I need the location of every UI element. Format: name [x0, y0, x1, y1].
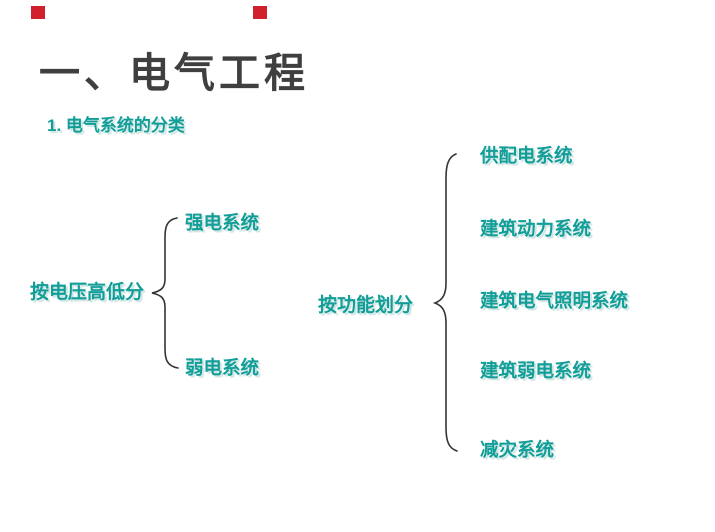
node-weak-current-system: 弱电系统: [185, 357, 260, 378]
group-label-by-function: 按功能划分: [318, 295, 414, 316]
left-brace-icon: [151, 217, 179, 369]
node-strong-current-system: 强电系统: [185, 212, 260, 233]
node-building-power-system: 建筑动力系统: [480, 218, 592, 239]
node-building-weak-current-system: 建筑弱电系统: [480, 360, 592, 381]
node-building-electric-lighting-system: 建筑电气照明系统: [480, 290, 629, 311]
red-square-marker-1: [31, 6, 45, 19]
slide-subtitle: 1. 电气系统的分类: [47, 116, 185, 135]
node-power-supply-distribution-system: 供配电系统: [480, 145, 573, 166]
red-square-marker-2: [253, 6, 267, 19]
right-brace-icon: [432, 153, 458, 452]
group-label-by-voltage: 按电压高低分: [30, 282, 145, 303]
node-disaster-reduction-system: 减灾系统: [480, 439, 555, 460]
slide-title: 一、电气工程: [39, 50, 309, 96]
